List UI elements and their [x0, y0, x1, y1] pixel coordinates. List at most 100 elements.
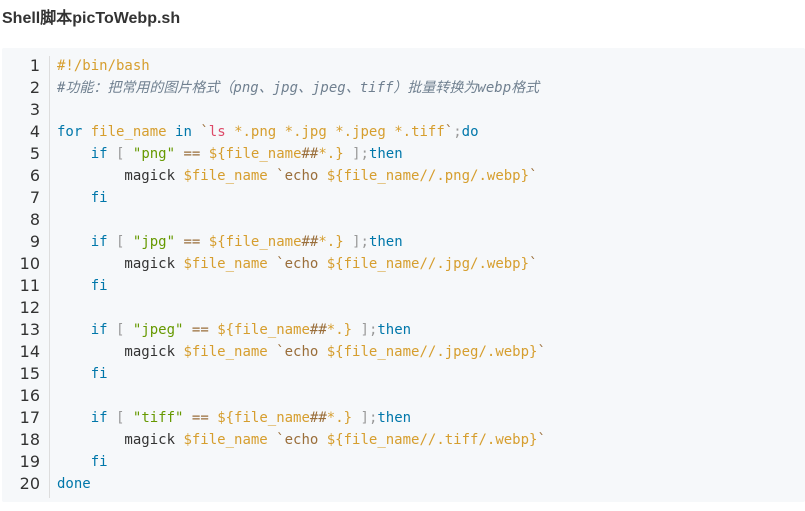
code-content[interactable]: #!/bin/bash #功能：把常用的图片格式（png、jpg、jpeg、tif…	[57, 55, 546, 495]
code-token: `echo	[276, 256, 327, 272]
code-token: `echo	[276, 168, 327, 184]
code-token: fi	[90, 366, 108, 382]
code-token	[268, 344, 276, 360]
code-token: for	[57, 124, 83, 140]
code-token: ];	[360, 322, 378, 338]
code-token	[268, 256, 276, 272]
code-token: file_name//.tiff/.webp	[343, 432, 530, 448]
line-number: 19	[19, 452, 40, 471]
code-line: if [ "tiff" == ${file_name##*.} ];then	[57, 407, 546, 429]
code-token: file_name//.png/.webp	[343, 168, 521, 184]
code-token: `	[529, 168, 538, 184]
code-token	[82, 124, 90, 140]
code-line: done	[57, 473, 546, 495]
code-token: `	[200, 124, 209, 140]
code-token: then	[368, 146, 403, 162]
code-line: fi	[57, 275, 546, 297]
code-token: ##	[309, 322, 327, 338]
code-token: `	[444, 124, 454, 140]
line-number: 18	[19, 430, 40, 449]
code-token: ];	[352, 146, 369, 162]
code-token: ];	[352, 234, 369, 250]
code-token: if	[90, 410, 108, 426]
code-token: *.png *.jpg *.jpeg *.tiff	[234, 124, 445, 140]
code-token	[352, 410, 360, 426]
line-number: 17	[19, 408, 40, 427]
gutter-divider	[49, 56, 50, 498]
code-token	[200, 146, 208, 162]
line-number: 13	[19, 320, 40, 339]
code-line	[57, 209, 546, 231]
code-token	[209, 322, 217, 338]
code-token	[57, 454, 91, 470]
code-token: ls	[208, 124, 226, 140]
code-line: if [ "jpeg" == ${file_name##*.} ];then	[57, 319, 546, 341]
code-token: if	[90, 146, 108, 162]
code-token	[344, 234, 352, 250]
code-line: magick $file_name `echo ${file_name//.jp…	[57, 253, 546, 275]
code-line: fi	[57, 451, 546, 473]
code-token: ${file_name	[217, 322, 310, 338]
code-token	[108, 410, 116, 426]
code-token	[108, 234, 116, 250]
line-number: 4	[29, 122, 40, 141]
code-token: magick	[57, 256, 184, 272]
code-token	[57, 278, 91, 294]
code-token: `echo	[276, 432, 327, 448]
code-token: "jpeg"	[132, 322, 184, 338]
code-token: ##	[309, 410, 327, 426]
line-number: 1	[29, 56, 40, 75]
line-number: 10	[19, 254, 40, 273]
code-token: "jpg"	[132, 234, 176, 250]
code-token	[57, 322, 91, 338]
code-line: if [ "png" == ${file_name##*.} ];then	[57, 143, 546, 165]
code-token: `	[537, 432, 546, 448]
code-token: ${file_name	[217, 410, 310, 426]
code-token	[200, 234, 208, 250]
code-line	[57, 297, 546, 319]
code-token: ==	[191, 410, 209, 426]
code-token: ${	[326, 432, 344, 448]
code-line: magick $file_name `echo ${file_name//.ti…	[57, 429, 546, 451]
code-token: ##	[301, 234, 319, 250]
code-line	[57, 385, 546, 407]
code-token: fi	[90, 454, 108, 470]
code-token	[183, 410, 191, 426]
code-token: then	[377, 322, 412, 338]
code-token: $file_name	[183, 344, 268, 360]
code-token	[167, 124, 175, 140]
code-token	[57, 190, 91, 206]
code-line	[57, 99, 546, 121]
line-number: 9	[29, 232, 40, 251]
code-token: done	[57, 476, 91, 492]
code-line: magick $file_name `echo ${file_name//.jp…	[57, 341, 546, 363]
code-token: then	[377, 410, 412, 426]
code-token: $file_name	[183, 168, 268, 184]
code-token	[209, 410, 217, 426]
code-token	[183, 322, 191, 338]
code-token: "tiff"	[132, 410, 184, 426]
line-number: 14	[19, 342, 40, 361]
code-token: *.}	[318, 146, 344, 162]
code-token: [	[116, 410, 125, 426]
line-number: 7	[29, 188, 40, 207]
code-token: *.}	[326, 322, 353, 338]
page-title: Shell脚本picToWebp.sh	[2, 10, 181, 27]
line-number: 8	[29, 210, 40, 229]
code-token	[352, 322, 360, 338]
code-line: fi	[57, 187, 546, 209]
code-token: ${file_name	[208, 234, 302, 250]
code-line: magick $file_name `echo ${file_name//.pn…	[57, 165, 546, 187]
code-token: *.}	[326, 410, 353, 426]
code-token: [	[116, 322, 125, 338]
code-token: $file_name	[183, 432, 268, 448]
code-token	[124, 234, 132, 250]
code-token: }	[529, 344, 538, 360]
code-line: #!/bin/bash	[57, 55, 546, 77]
code-line: fi	[57, 363, 546, 385]
code-token: [	[116, 234, 125, 250]
code-token: do	[461, 124, 479, 140]
code-token	[57, 146, 91, 162]
code-token: #功能：把常用的图片格式（png、jpg、jpeg、tiff）批量转换为webp…	[57, 80, 540, 96]
